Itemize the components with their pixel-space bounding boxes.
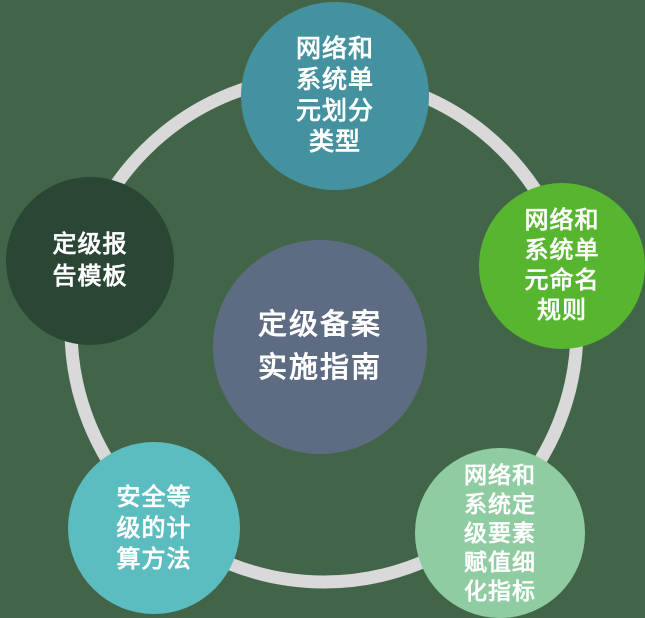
node-label-line: 赋值细 bbox=[464, 548, 536, 575]
node-label-line: 系统定 bbox=[464, 490, 536, 517]
node-label-line: 系统单 bbox=[295, 66, 374, 94]
node-grading-report-template: 定级报 告模板 bbox=[6, 177, 174, 345]
node-label-line: 级要素 bbox=[464, 519, 536, 546]
node-label-line: 告模板 bbox=[52, 263, 128, 290]
node-label-line: 网络和 bbox=[295, 35, 374, 63]
node-label-line: 元划分 bbox=[295, 97, 374, 125]
node-label-line: 网络和 bbox=[464, 461, 536, 488]
node-label: 网络和 系统单 元命名 规则 bbox=[525, 206, 600, 326]
node-label-line: 网络和 bbox=[524, 207, 600, 234]
node-label-line: 定级报 bbox=[52, 231, 128, 258]
node-label-line: 类型 bbox=[308, 128, 361, 156]
center-node-title: 定级备案 实施指南 bbox=[213, 240, 427, 454]
node-unit-naming-rules: 网络和 系统单 元命名 规则 bbox=[479, 183, 645, 349]
node-label: 网络和 系统定 级要素 赋值细 化指标 bbox=[464, 461, 536, 606]
node-label-line: 系统单 bbox=[524, 237, 600, 264]
node-label-line: 规则 bbox=[537, 297, 587, 324]
node-label-line: 元命名 bbox=[524, 267, 600, 294]
center-label-line: 定级备案 bbox=[257, 309, 382, 341]
node-security-level-calculation: 安全等 级的计 算方法 bbox=[68, 442, 240, 614]
node-grading-factor-indicators: 网络和 系统定 级要素 赋值细 化指标 bbox=[415, 448, 585, 618]
center-node-label: 定级备案 实施指南 bbox=[258, 304, 382, 390]
node-label-line: 算方法 bbox=[116, 545, 192, 573]
node-label-line: 安全等 bbox=[116, 483, 192, 511]
node-label-line: 级的计 bbox=[116, 514, 192, 542]
node-label-line: 化指标 bbox=[464, 577, 536, 604]
node-label: 网络和 系统单 元划分 类型 bbox=[296, 34, 374, 158]
node-unit-division-type: 网络和 系统单 元划分 类型 bbox=[241, 2, 429, 190]
node-label: 定级报 告模板 bbox=[53, 229, 128, 293]
center-label-line: 实施指南 bbox=[257, 352, 382, 384]
node-label: 安全等 级的计 算方法 bbox=[117, 482, 192, 575]
